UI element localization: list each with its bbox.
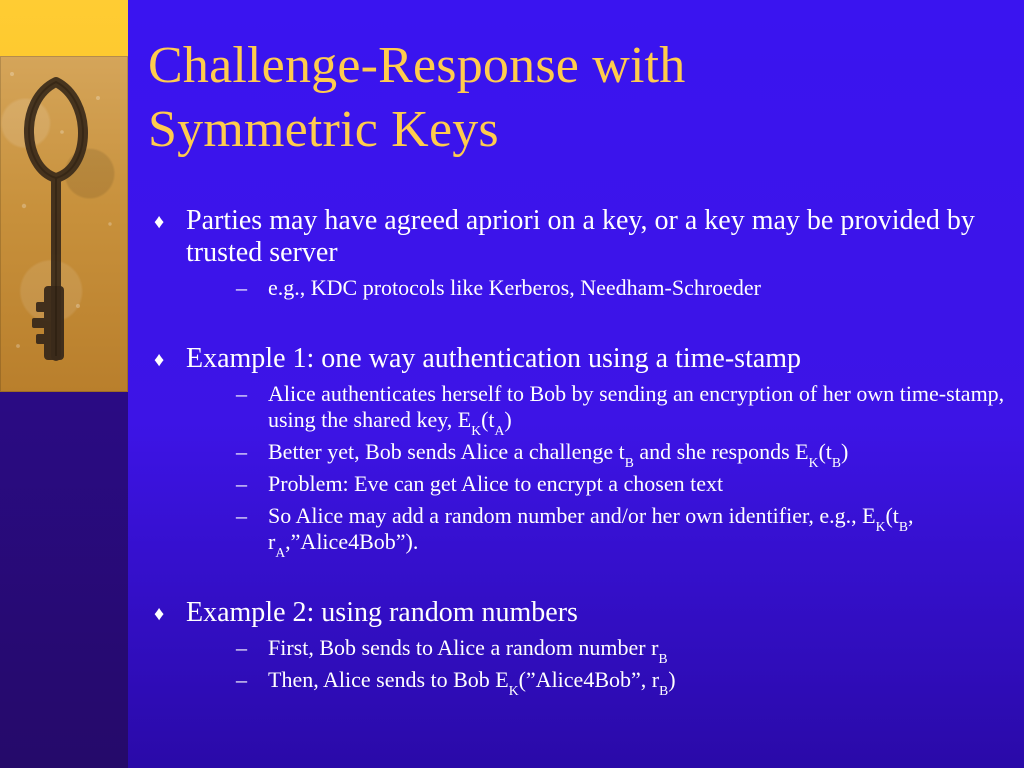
key-icon bbox=[10, 72, 112, 361]
sub-text-part: ) bbox=[668, 667, 676, 692]
sub-text-part: First, Bob sends to Alice a random numbe… bbox=[268, 635, 659, 660]
spacer bbox=[148, 563, 1008, 597]
bullet-1-text: Parties may have agreed apriori on a key… bbox=[186, 205, 975, 268]
sub-text-part: and she responds E bbox=[633, 439, 809, 464]
title-line-1: Challenge-Response with bbox=[148, 37, 686, 94]
subscript-k: K bbox=[508, 683, 519, 699]
dash-bullet-icon: – bbox=[236, 439, 247, 464]
subscript-k: K bbox=[808, 455, 819, 471]
dash-bullet-icon: – bbox=[236, 503, 247, 528]
sub-text-part: ,”Alice4Bob”). bbox=[285, 529, 419, 554]
sub-text-part: (t bbox=[481, 407, 495, 432]
title-line-2: Symmetric Keys bbox=[148, 101, 499, 158]
subscript-b: B bbox=[898, 519, 909, 535]
bullet-2-sub-4: – So Alice may add a random number and/o… bbox=[186, 503, 1008, 559]
subscript-a: A bbox=[275, 545, 286, 561]
bullet-3-text: Example 2: using random numbers bbox=[186, 597, 578, 628]
bullet-2-text: Example 1: one way authentication using … bbox=[186, 343, 802, 374]
sub-text-part: So Alice may add a random number and/or … bbox=[268, 503, 876, 528]
sub-text-part: (t bbox=[885, 503, 899, 528]
bullet-2-sub-3: – Problem: Eve can get Alice to encrypt … bbox=[186, 471, 1008, 497]
key-photo-icon bbox=[0, 56, 128, 392]
subscript-b: B bbox=[659, 683, 669, 699]
bullet-2-sub-2: – Better yet, Bob sends Alice a challeng… bbox=[186, 439, 1008, 469]
subscript-k: K bbox=[471, 423, 482, 439]
dash-bullet-icon: – bbox=[236, 635, 247, 660]
bullet-3: ♦ Example 2: using random numbers – Firs… bbox=[148, 597, 1008, 697]
subscript-b: B bbox=[831, 455, 842, 471]
slide-content: ♦ Parties may have agreed apriori on a k… bbox=[148, 205, 1008, 701]
dash-bullet-icon: – bbox=[236, 381, 247, 406]
subscript-b: B bbox=[658, 651, 668, 667]
bullet-2: ♦ Example 1: one way authentication usin… bbox=[148, 343, 1008, 559]
left-dark-band bbox=[0, 392, 128, 768]
diamond-bullet-icon: ♦ bbox=[154, 211, 165, 233]
sub-text-part: Then, Alice sends to Bob E bbox=[268, 667, 509, 692]
dash-bullet-icon: – bbox=[236, 667, 247, 692]
sub-text-part: (”Alice4Bob”, r bbox=[518, 667, 660, 692]
sub-text-part: Better yet, Bob sends Alice a challenge … bbox=[268, 439, 625, 464]
diamond-bullet-icon: ♦ bbox=[154, 603, 165, 625]
sub-text-part: Alice authenticates herself to Bob by se… bbox=[268, 381, 1005, 432]
slide-title: Challenge-Response with Symmetric Keys bbox=[148, 34, 1008, 162]
sub-text-part: (t bbox=[818, 439, 832, 464]
bullet-3-sub-1: – First, Bob sends to Alice a random num… bbox=[186, 635, 1008, 665]
bullet-1: ♦ Parties may have agreed apriori on a k… bbox=[148, 205, 1008, 301]
subscript-k: K bbox=[875, 519, 886, 535]
sub-text-part: , r bbox=[268, 503, 914, 554]
subscript-b: B bbox=[624, 455, 634, 471]
bullet-1-sub-1: – e.g., KDC protocols like Kerberos, Nee… bbox=[186, 275, 1008, 301]
spacer bbox=[148, 309, 1008, 343]
bullet-2-sub-1: – Alice authenticates herself to Bob by … bbox=[186, 381, 1008, 437]
bullet-3-sub-2: – Then, Alice sends to Bob EK(”Alice4Bob… bbox=[186, 667, 1008, 697]
dash-bullet-icon: – bbox=[236, 471, 247, 496]
sub-text-part: ) bbox=[504, 407, 512, 432]
subscript-a: A bbox=[494, 423, 505, 439]
diamond-bullet-icon: ♦ bbox=[154, 349, 165, 371]
dash-bullet-icon: – bbox=[236, 275, 247, 300]
sub-text-part: Problem: Eve can get Alice to encrypt a … bbox=[268, 471, 724, 496]
sub-text-part: ) bbox=[841, 439, 849, 464]
sub-text: e.g., KDC protocols like Kerberos, Needh… bbox=[268, 275, 762, 300]
